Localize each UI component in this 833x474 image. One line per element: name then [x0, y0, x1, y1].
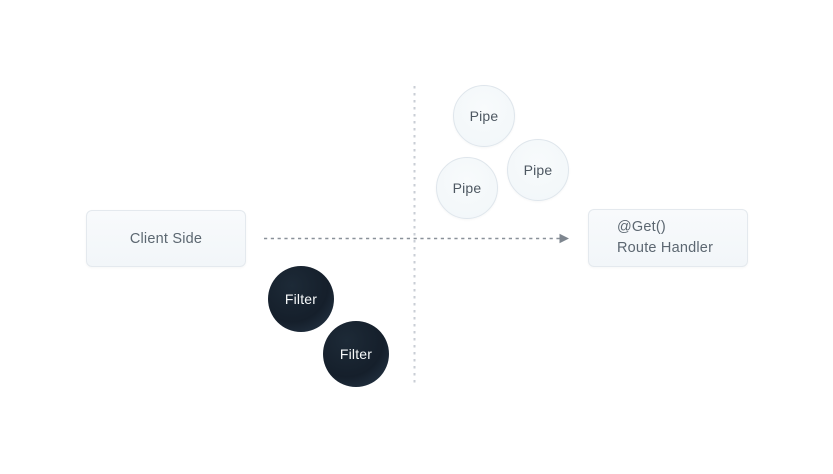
filter-label: Filter — [284, 291, 318, 307]
client-side-label: Client Side — [129, 230, 203, 247]
route-handler-label: Route Handler — [617, 240, 714, 256]
pipe-label: Pipe — [523, 162, 553, 178]
route-decorator-label: @Get() — [617, 219, 666, 235]
pipe-node: Pipe — [453, 85, 515, 147]
filter-label: Filter — [339, 346, 373, 362]
pipe-node: Pipe — [507, 139, 569, 201]
filter-node: Filter — [323, 321, 389, 387]
pipe-label: Pipe — [452, 180, 482, 196]
request-flow-arrowhead-icon — [559, 233, 569, 244]
pipe-node: Pipe — [436, 157, 498, 219]
client-side-box: Client Side — [86, 210, 246, 267]
pipe-label: Pipe — [469, 108, 499, 124]
filter-node: Filter — [268, 266, 334, 332]
route-handler-box: @Get() Route Handler — [588, 209, 748, 267]
